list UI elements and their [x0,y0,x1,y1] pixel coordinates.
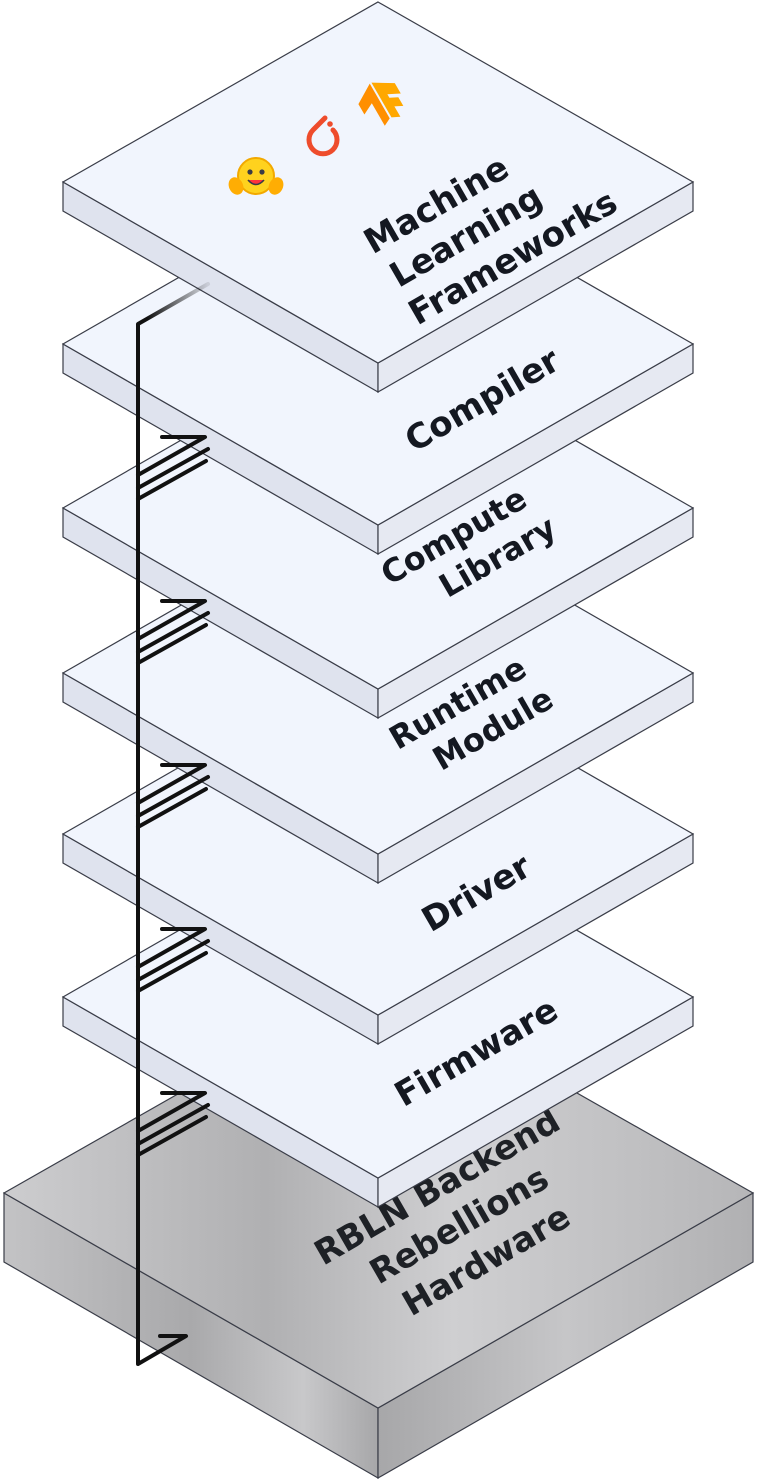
hugging-face-icon [228,157,284,195]
connector-junctions [136,435,210,1157]
junction-runtime [136,763,210,829]
frameworks-top [61,1,695,364]
junction-compiler [136,435,210,501]
pytorch-icon [306,115,340,157]
connector-main-line [136,282,210,1366]
junction-driver [136,927,210,993]
stack-connector [136,282,210,1366]
tensorflow-icon [358,82,404,126]
junction-compute [136,599,210,665]
layer-ml-frameworks: Machine Learning Frameworks [61,1,695,394]
junction-firmware [136,1091,210,1157]
